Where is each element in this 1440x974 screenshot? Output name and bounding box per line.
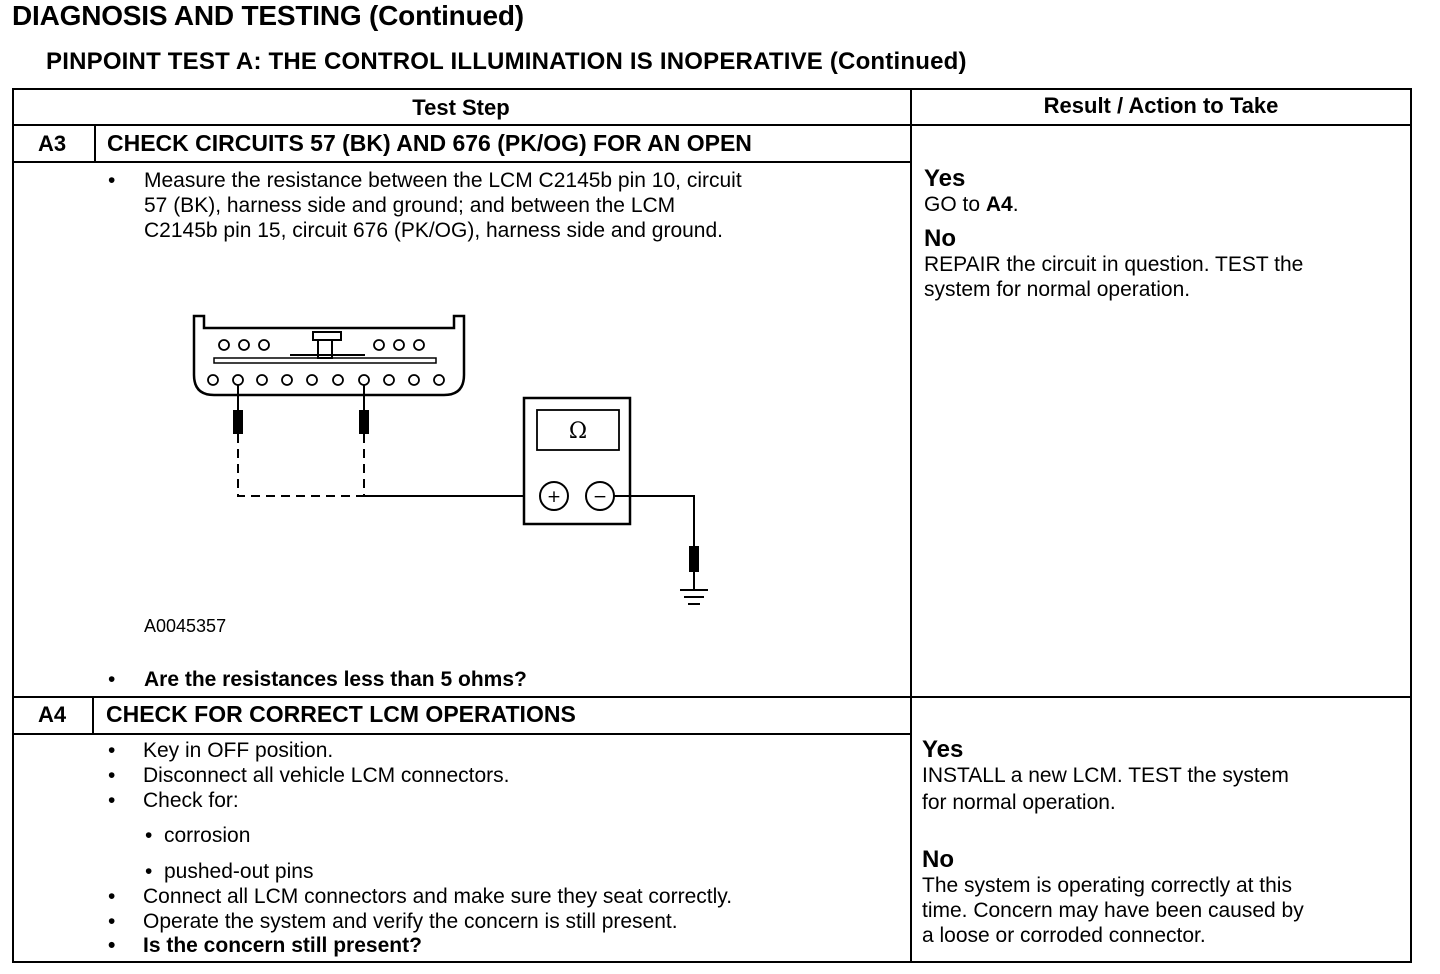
connector-rail <box>213 357 437 364</box>
svg-text:+: + <box>547 487 561 507</box>
bullet: • <box>108 169 116 192</box>
col-header-test-step: Test Step <box>412 95 510 120</box>
a4-bullet-1: Key in OFF position. <box>143 739 334 762</box>
pinpoint-test-title: PINPOINT TEST A: THE CONTROL ILLUMINATIO… <box>46 48 967 75</box>
bullet: • <box>108 910 116 933</box>
a3-id-divider <box>94 124 96 162</box>
bullet: • <box>108 764 116 787</box>
probe-tip <box>233 410 243 434</box>
bullet: • <box>108 789 116 812</box>
bullet: • <box>108 668 116 691</box>
a4-bullet-3: Check for: <box>143 789 239 812</box>
page-title: DIAGNOSIS AND TESTING (Continued) <box>12 0 524 31</box>
a4-yes-action-line-1: INSTALL a new LCM. TEST the system <box>922 764 1289 787</box>
step-id-a4: A4 <box>37 702 67 727</box>
a3-no-label: No <box>924 225 956 252</box>
a3-instruction-line-3: C2145b pin 15, circuit 676 (PK/OG), harn… <box>144 219 723 242</box>
header-divider <box>12 124 1412 126</box>
a4-sub-item-pushed-out-pins: pushed-out pins <box>164 860 314 883</box>
a4-title-divider <box>12 733 912 735</box>
a4-no-action-line-1: The system is operating correctly at thi… <box>922 874 1292 897</box>
svg-text:−: − <box>593 487 607 507</box>
a4-no-action-line-2: time. Concern may have been caused by <box>922 899 1304 922</box>
ground-probe-tip <box>689 546 699 572</box>
sub-bullet: • <box>145 824 153 847</box>
column-divider <box>910 88 912 963</box>
a4-sub-item-corrosion: corrosion <box>164 824 251 847</box>
a3-instruction-line-1: Measure the resistance between the LCM C… <box>144 169 742 192</box>
a4-no-action-line-3: a loose or corroded connector. <box>922 924 1206 947</box>
a3-no-action-line-1: REPAIR the circuit in question. TEST the <box>924 253 1304 276</box>
connector-latch <box>312 331 342 341</box>
meter-positive-terminal <box>539 481 569 511</box>
step-id-a3: A3 <box>37 131 67 156</box>
resistance-measurement-diagram: Ω + − <box>192 314 708 605</box>
a3-yes-label: Yes <box>924 165 966 192</box>
probe-tip <box>359 410 369 434</box>
a4-question: Is the concern still present? <box>143 934 422 957</box>
a3-question: Are the resistances less than 5 ohms? <box>144 668 527 691</box>
a3-a4-divider <box>12 696 1412 698</box>
ohm-symbol: Ω <box>569 419 587 444</box>
bullet: • <box>108 739 116 762</box>
a4-no-label: No <box>922 846 954 873</box>
ohmmeter-display <box>536 409 620 451</box>
a4-bullet-4: Connect all LCM connectors and make sure… <box>143 885 733 908</box>
ohmmeter <box>522 396 632 526</box>
figure-id: A0045357 <box>144 616 227 636</box>
connector-housing <box>192 314 466 397</box>
a4-yes-label: Yes <box>922 736 964 763</box>
bullet: • <box>108 934 116 957</box>
a4-id-divider <box>92 696 94 734</box>
step-title-a4: CHECK FOR CORRECT LCM OPERATIONS <box>106 701 576 727</box>
step-title-a3: CHECK CIRCUITS 57 (BK) AND 676 (PK/OG) F… <box>107 130 752 156</box>
a4-bullet-5: Operate the system and verify the concer… <box>143 910 678 933</box>
bullet: • <box>108 885 116 908</box>
a3-instruction-line-2: 57 (BK), harness side and ground; and be… <box>144 194 676 217</box>
a3-yes-action: GO to A4. <box>924 193 1019 216</box>
a3-no-action-line-2: system for normal operation. <box>924 278 1191 301</box>
a3-title-divider <box>12 161 912 163</box>
col-header-result: Result / Action to Take <box>1043 93 1279 118</box>
test-table <box>12 88 1412 963</box>
sub-bullet: • <box>145 860 153 883</box>
a4-yes-action-line-2: for normal operation. <box>922 791 1116 814</box>
a4-bullet-2: Disconnect all vehicle LCM connectors. <box>143 764 510 787</box>
